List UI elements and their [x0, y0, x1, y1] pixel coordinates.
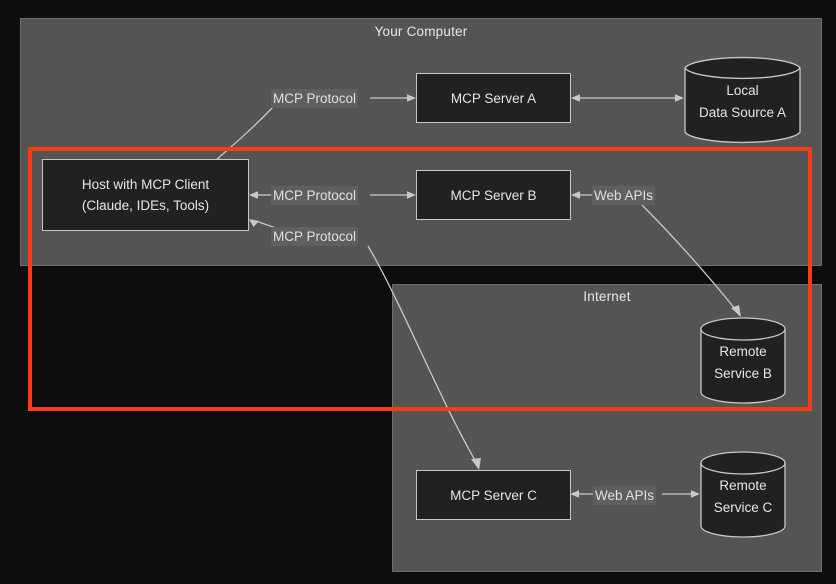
- cylinder-shape-icon: [700, 451, 786, 538]
- node-server-a-label: MCP Server A: [450, 90, 537, 106]
- node-mcp-server-b[interactable]: MCP Server B: [416, 170, 571, 220]
- edge-label-mcp-protocol-a: MCP Protocol: [271, 89, 359, 108]
- highlight-annotation-rectangle: [28, 147, 812, 411]
- node-mcp-server-c[interactable]: MCP Server C: [416, 470, 571, 520]
- node-server-c-label: MCP Server C: [450, 487, 537, 503]
- cylinder-shape-icon: [684, 56, 801, 144]
- node-mcp-server-a[interactable]: MCP Server A: [416, 73, 571, 123]
- edge-label-web-apis-c: Web APIs: [593, 486, 657, 505]
- node-host-with-mcp-client[interactable]: Host with MCP Client (Claude, IDEs, Tool…: [42, 159, 249, 231]
- edge-label-web-apis-b: Web APIs: [592, 186, 656, 205]
- node-local-data-source-a[interactable]: Local Data Source A: [684, 55, 801, 145]
- cylinder-shape-icon: [700, 317, 786, 404]
- node-remote-service-c[interactable]: Remote Service C: [700, 451, 786, 538]
- node-host-line1: Host with MCP Client: [81, 177, 210, 192]
- edge-label-mcp-protocol-b: MCP Protocol: [271, 186, 359, 205]
- group-internet-title: Internet: [583, 289, 631, 304]
- node-server-b-label: MCP Server B: [450, 187, 537, 203]
- node-host-line2: (Claude, IDEs, Tools): [81, 198, 210, 213]
- edge-label-mcp-protocol-c: MCP Protocol: [271, 227, 359, 246]
- group-your-computer-title: Your Computer: [374, 24, 468, 39]
